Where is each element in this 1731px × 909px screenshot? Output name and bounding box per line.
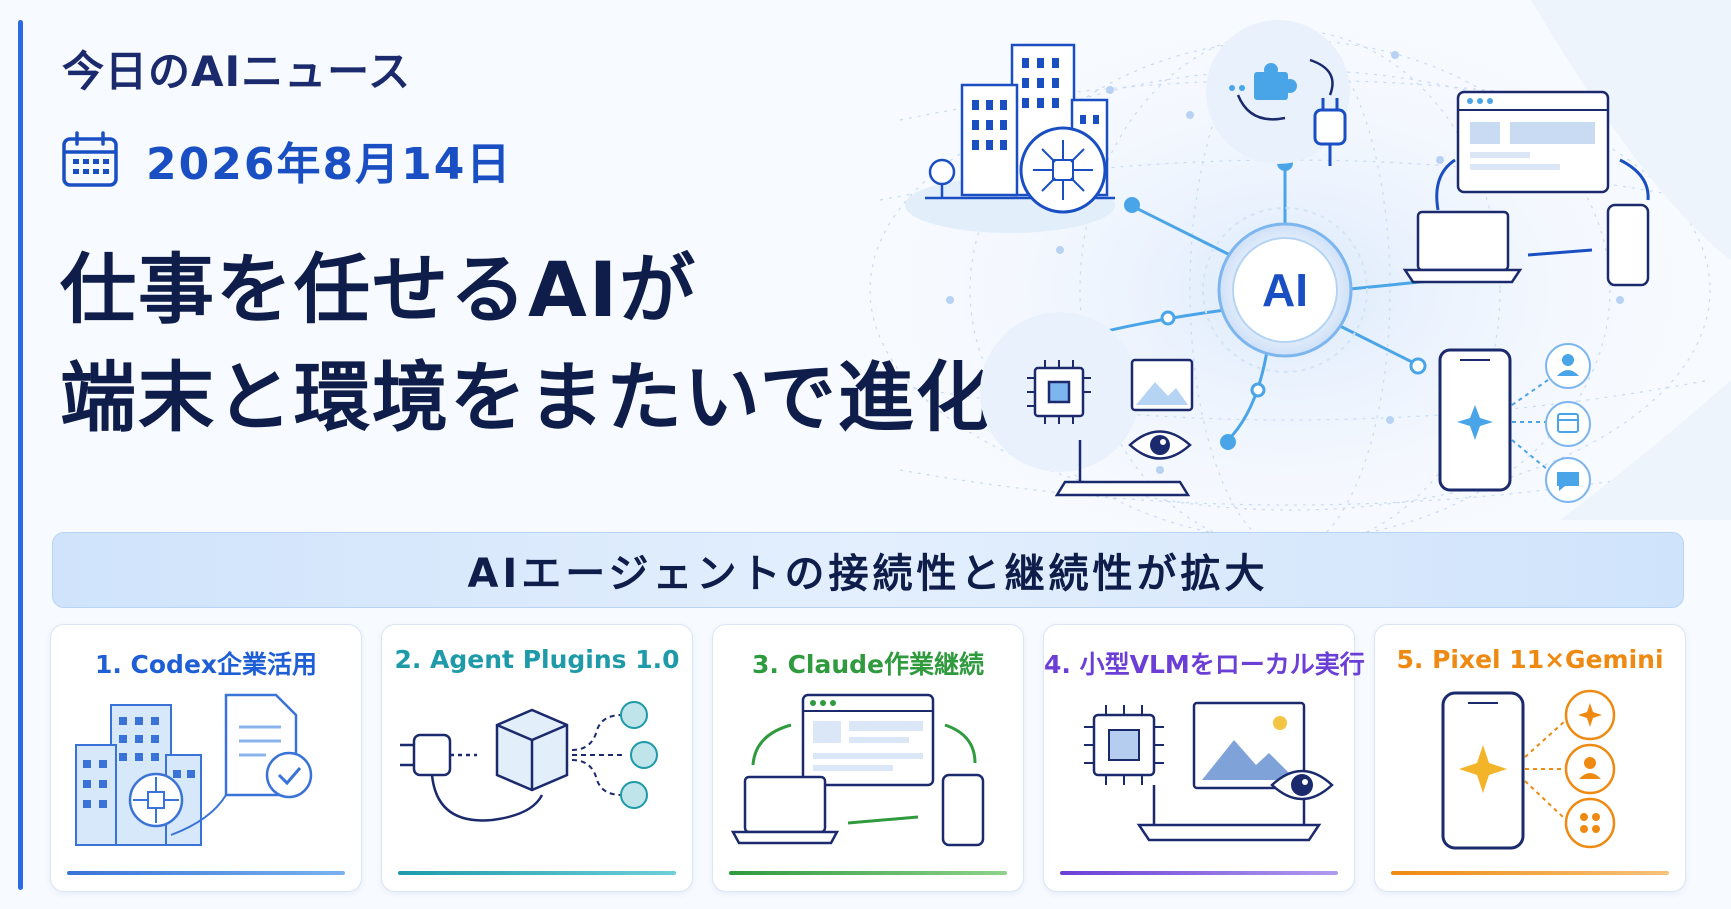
laptop-icon (1136, 785, 1322, 842)
pixel-gemini-illustration (1441, 689, 1616, 850)
plug-icon (400, 733, 477, 777)
laptop-icon (1402, 210, 1523, 284)
plugin-illustration (400, 701, 658, 822)
card-title-1: 1. Codex企業活用 (94, 650, 318, 679)
phone-icon (941, 773, 985, 847)
news-card-3[interactable]: 3. Claude作業継続 (712, 624, 1024, 892)
eye-icon (1128, 430, 1192, 460)
user-icon (1557, 354, 1579, 376)
laptop-icon (1054, 440, 1191, 497)
local-vlm-illustration (1084, 701, 1334, 842)
sparkle-icon (1578, 703, 1602, 727)
apps-icon (1580, 813, 1600, 833)
chip-icon (1033, 366, 1085, 418)
news-card-1[interactable]: 1. Codex企業活用 (50, 624, 362, 892)
eye-icon (1270, 769, 1334, 801)
card-accent-line-2 (398, 871, 676, 875)
chat-icon (1557, 472, 1579, 491)
browser-icon (1456, 90, 1610, 194)
image-icon (1130, 358, 1194, 412)
headline-line-1: 仕事を任せるAIが (60, 245, 698, 334)
phone-icon (1606, 203, 1650, 287)
calendar-icon (1557, 413, 1579, 433)
card-accent-line-1 (67, 871, 345, 875)
news-card-2[interactable]: 2. Agent Plugins 1.0 (381, 624, 693, 892)
date-text: 2026年8月14日 (146, 139, 513, 190)
building-icon (75, 704, 202, 846)
card-accent-line-3 (729, 871, 1007, 875)
date-row: 2026年8月14日 (60, 128, 512, 192)
accent-bar (18, 20, 23, 890)
puzzle-icon (1254, 63, 1297, 100)
cross-device-illustration (730, 693, 985, 847)
browser-icon (801, 693, 935, 787)
card-title-3: 3. Claude作業継続 (751, 650, 985, 679)
user-icon (1579, 757, 1601, 779)
banner-text: AIエージェントの接続性と継続性が拡大 (467, 551, 1269, 597)
card-accent-line-4 (1060, 871, 1338, 875)
sparkle-icon (1459, 745, 1507, 793)
sparkle-icon (1457, 405, 1493, 440)
hero-illustration: AI (905, 20, 1650, 503)
news-label: 今日のAIニュース (62, 47, 412, 96)
image-icon (1192, 701, 1306, 790)
card-title-4: 4. 小型VLMをローカル実行 (1044, 650, 1365, 679)
news-card-5[interactable]: 5. Pixel 11×Gemini (1374, 624, 1686, 892)
subtitle-banner: AIエージェントの接続性と継続性が拡大 (52, 532, 1684, 608)
plug-icon (1313, 98, 1347, 166)
headline: 仕事を任せるAIが 端末と環境をまたいで進化 (60, 236, 994, 452)
building-document-illustration (75, 693, 313, 846)
card-accent-line-5 (1391, 871, 1669, 875)
chip-icon (128, 772, 184, 828)
check-icon (265, 751, 313, 799)
laptop-icon (730, 775, 840, 845)
headline-line-2: 端末と環境をまたいで進化 (60, 353, 994, 442)
chip-icon (1084, 705, 1164, 785)
card-title-2: 2. Agent Plugins 1.0 (394, 645, 680, 674)
hub-label: AI (1262, 264, 1308, 316)
calendar-icon (62, 131, 118, 187)
box-icon (495, 708, 569, 792)
news-card-4[interactable]: 4. 小型VLMをローカル実行 (1043, 624, 1365, 892)
chip-icon (1033, 140, 1093, 200)
card-title-5: 5. Pixel 11×Gemini (1396, 645, 1664, 674)
